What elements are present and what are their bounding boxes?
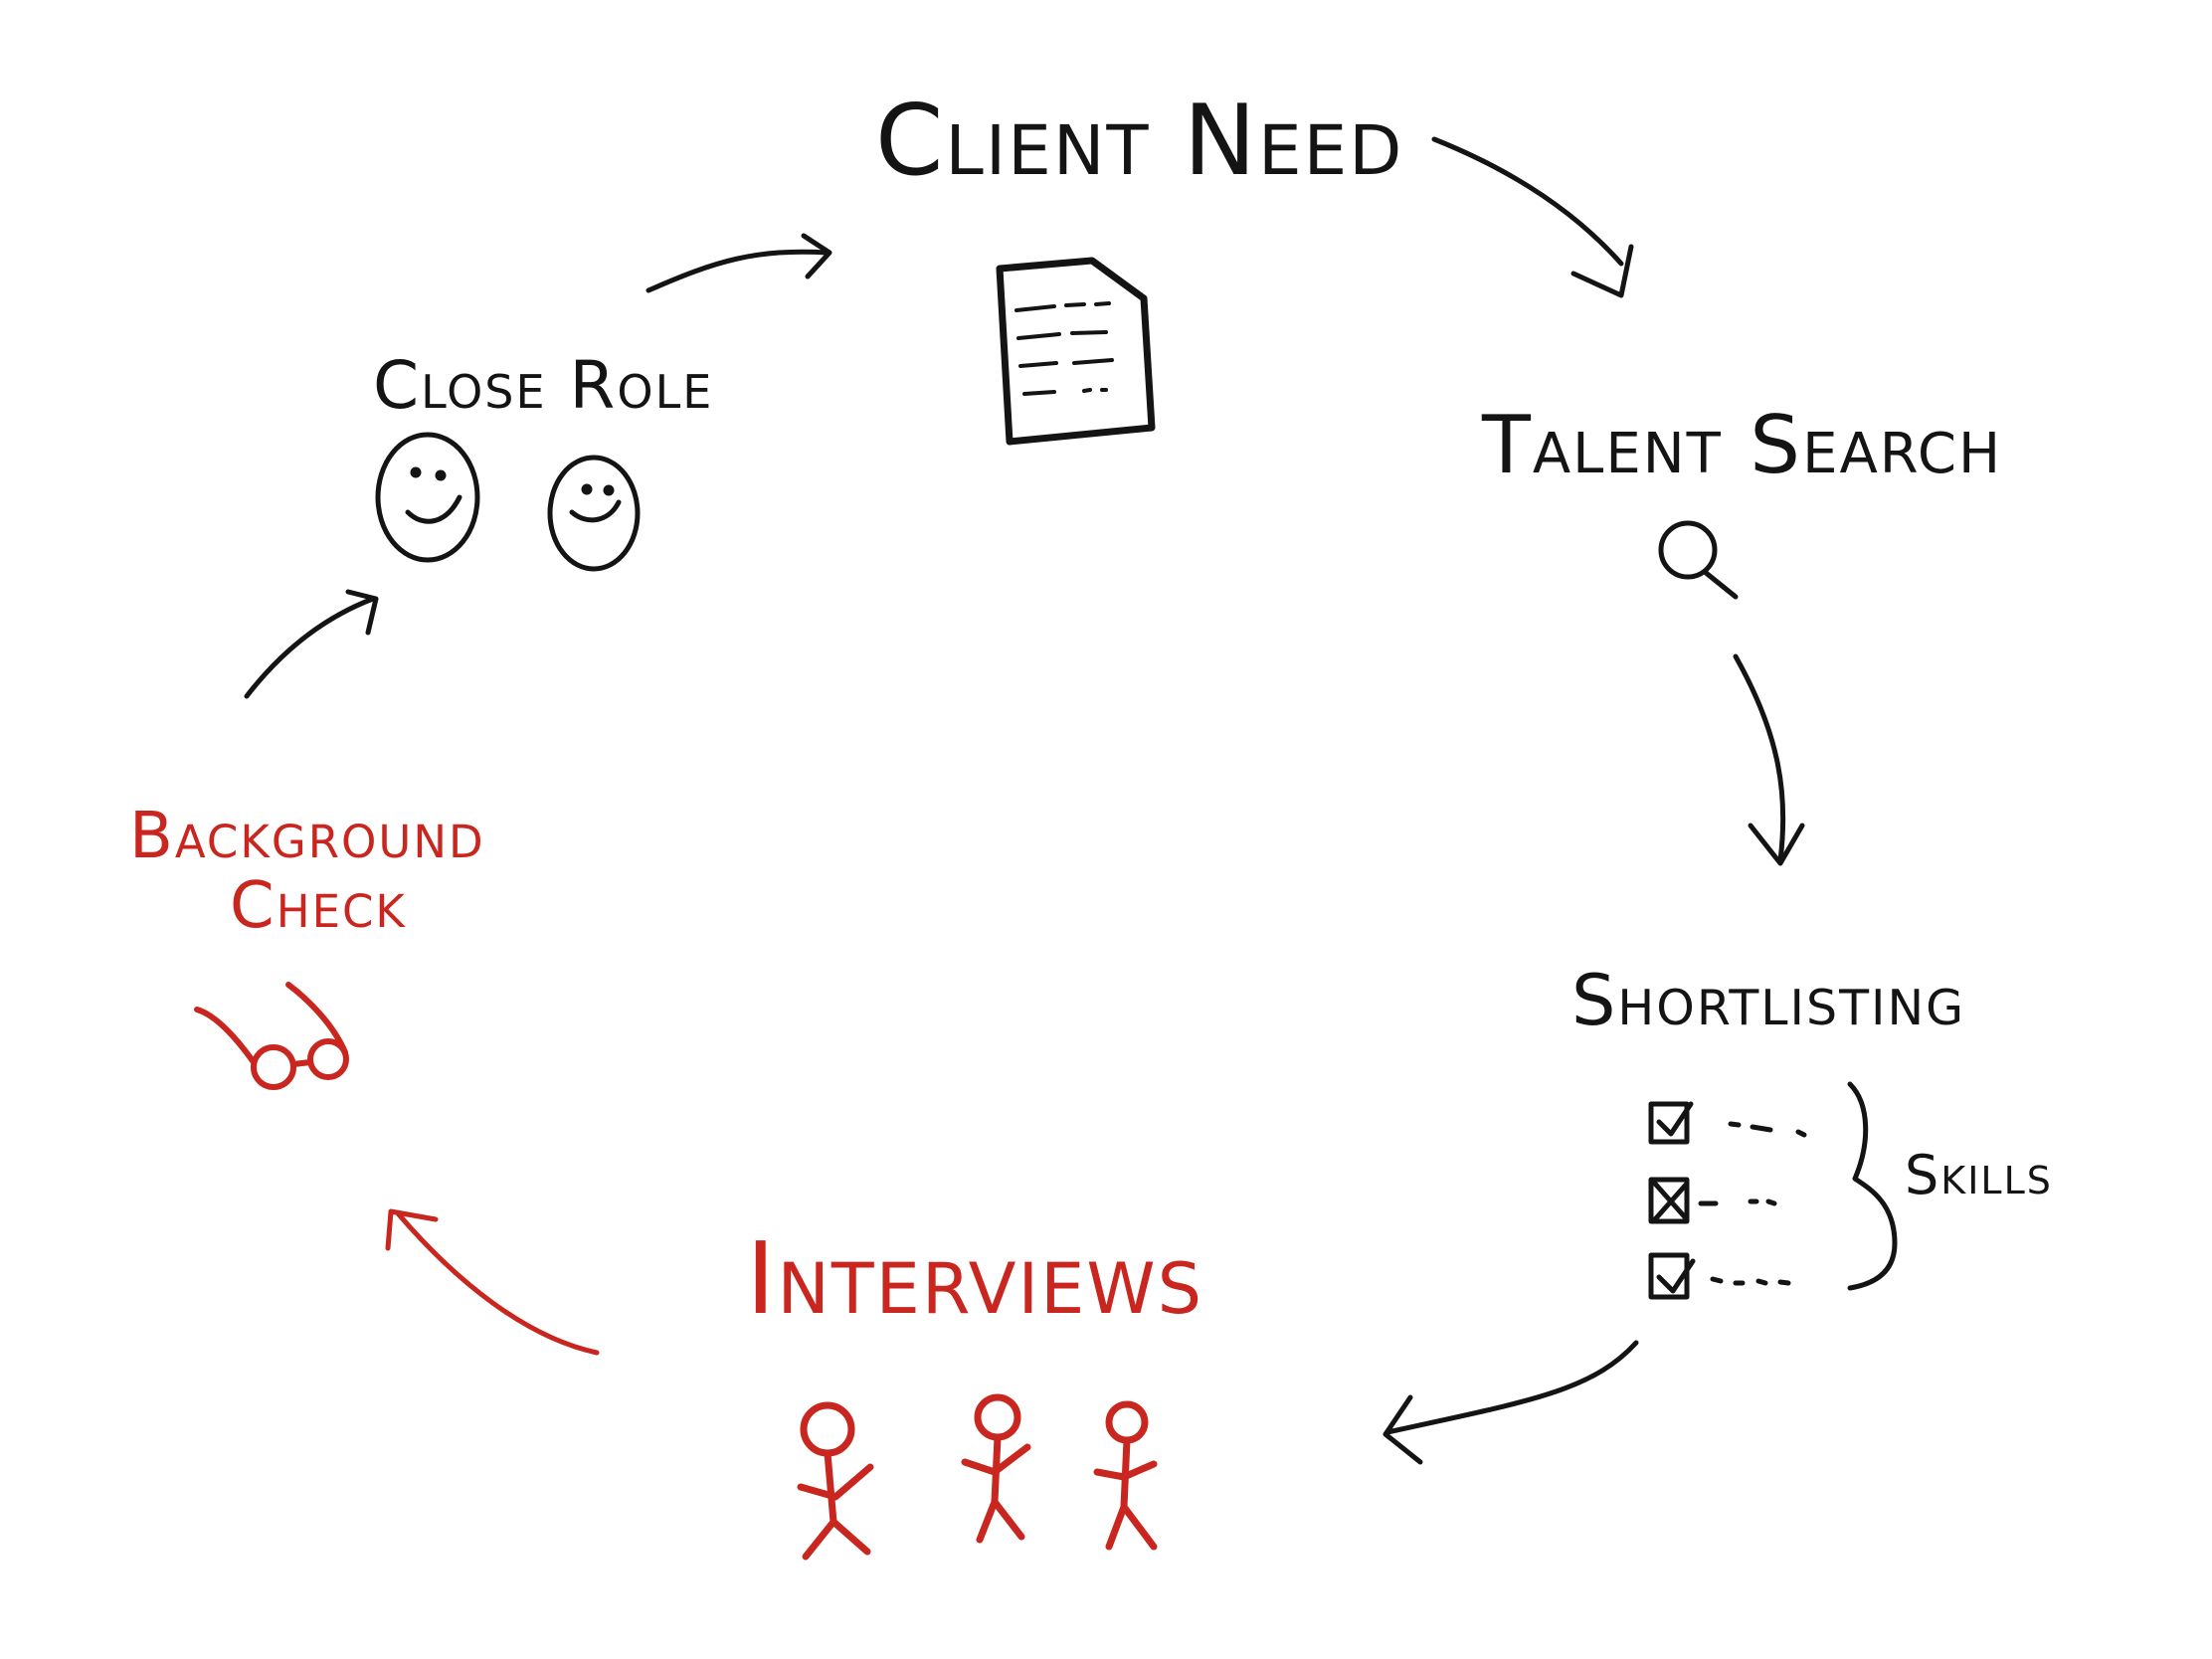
smiley-face	[547, 455, 641, 572]
stage-label-talent-search: Talent Search	[1481, 399, 2002, 491]
checklist-icon	[1648, 1081, 1898, 1300]
arrow-interviews-to-background	[385, 1208, 600, 1356]
magnifier-icon	[1658, 520, 1739, 600]
stick-figure	[797, 1401, 874, 1561]
arrow-talent-to-shortlisting	[1733, 653, 1805, 866]
shortlisting-skills-label: Skills	[1905, 1144, 2053, 1206]
background-check-line: Check	[230, 869, 407, 943]
stage-label-interviews: Interviews	[746, 1220, 1203, 1337]
glasses-icon	[194, 982, 349, 1090]
arrow-client-to-talent	[1431, 136, 1634, 298]
stage-label-client-need: Client Need	[875, 85, 1403, 198]
stick-figure	[1093, 1400, 1158, 1551]
stage-label-background-check: Background Check	[129, 800, 507, 943]
smiley-face	[375, 432, 480, 563]
arrow-background-to-close	[244, 589, 379, 699]
stage-label-shortlisting: Shortlisting	[1571, 960, 1965, 1041]
arrow-shortlisting-to-interviews	[1382, 1340, 1639, 1465]
document-icon	[996, 257, 1156, 446]
background-check-line: Background	[129, 800, 485, 873]
arrow-close-to-client	[645, 233, 832, 293]
smiley-faces-icon	[375, 432, 641, 572]
stick-figures-icon	[797, 1393, 1158, 1561]
stage-label-close-role: Close Role	[373, 347, 713, 424]
stick-figure	[961, 1393, 1031, 1544]
